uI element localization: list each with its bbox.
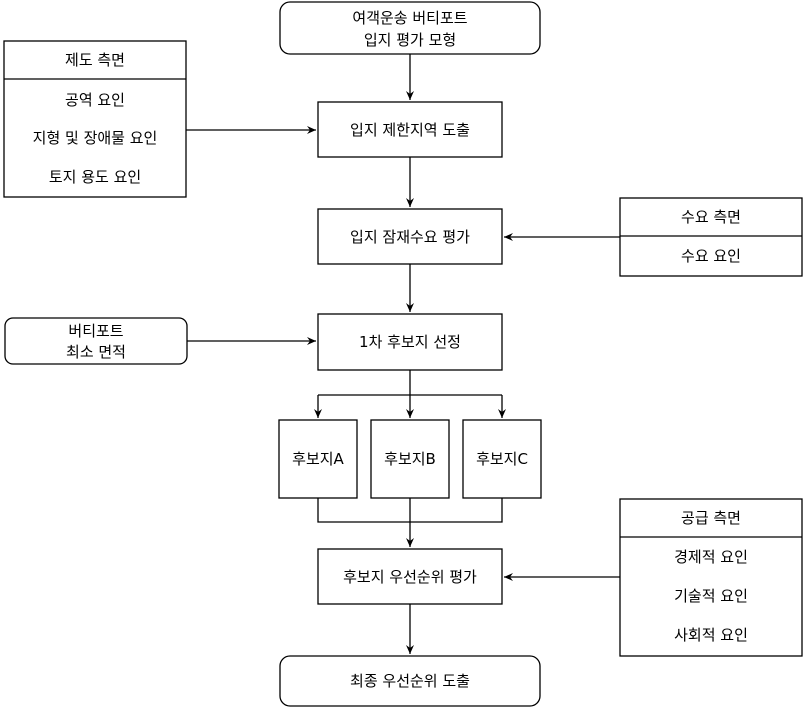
node-model-line1: 여객운송 버티포트 [352, 9, 467, 27]
node-priority-eval-label: 후보지 우선순위 평가 [343, 568, 477, 586]
panel-supply-header: 공급 측면 [681, 509, 741, 527]
node-first-select: 1차 후보지 선정 [317, 313, 503, 371]
node-cand-c-label: 후보지C [476, 450, 528, 468]
panel-institution-item: 공역 요인 [65, 91, 125, 109]
node-min-area-line1: 버티포트 [68, 322, 123, 340]
panel-supply-item: 사회적 요인 [674, 626, 748, 644]
node-final-label: 최종 우선순위 도출 [350, 672, 470, 690]
node-first-select-label: 1차 후보지 선정 [359, 333, 461, 351]
node-cand-a-label: 후보지A [292, 450, 344, 468]
node-demand-eval: 입지 잠재수요 평가 [317, 208, 503, 265]
node-model-line2: 입지 평가 모형 [364, 31, 456, 49]
node-cand-b-label: 후보지B [384, 450, 436, 468]
node-priority-eval: 후보지 우선순위 평가 [317, 548, 503, 605]
node-restricted-label: 입지 제한지역 도출 [350, 121, 470, 139]
node-model: 여객운송 버티포트 입지 평가 모형 [279, 1, 541, 55]
connectors [186, 54, 620, 654]
panel-supply: 공급 측면 경제적 요인 기술적 요인 사회적 요인 [619, 498, 803, 657]
node-cand-b: 후보지B [370, 419, 450, 499]
panel-supply-item: 경제적 요인 [674, 548, 748, 566]
node-min-area: 버티포트 최소 면적 [4, 317, 188, 365]
branch-connector [318, 370, 502, 396]
panel-institution-header: 제도 측면 [65, 51, 125, 69]
node-final: 최종 우선순위 도출 [279, 655, 541, 707]
node-demand-eval-label: 입지 잠재수요 평가 [350, 228, 470, 246]
panel-demand-header: 수요 측면 [681, 208, 741, 226]
panel-institution-item: 지형 및 장애물 요인 [33, 129, 158, 147]
panel-institution-item: 토지 용도 요인 [49, 168, 141, 186]
node-cand-c: 후보지C [462, 419, 542, 499]
panel-institution: 제도 측면 공역 요인 지형 및 장애물 요인 토지 용도 요인 [3, 40, 187, 198]
panel-supply-item: 기술적 요인 [674, 587, 748, 605]
panel-demand-item: 수요 요인 [681, 247, 741, 265]
node-cand-a: 후보지A [278, 419, 358, 499]
node-min-area-line2: 최소 면적 [66, 343, 126, 361]
panel-demand: 수요 측면 수요 요인 [619, 197, 803, 277]
node-restricted: 입지 제한지역 도출 [317, 101, 503, 158]
